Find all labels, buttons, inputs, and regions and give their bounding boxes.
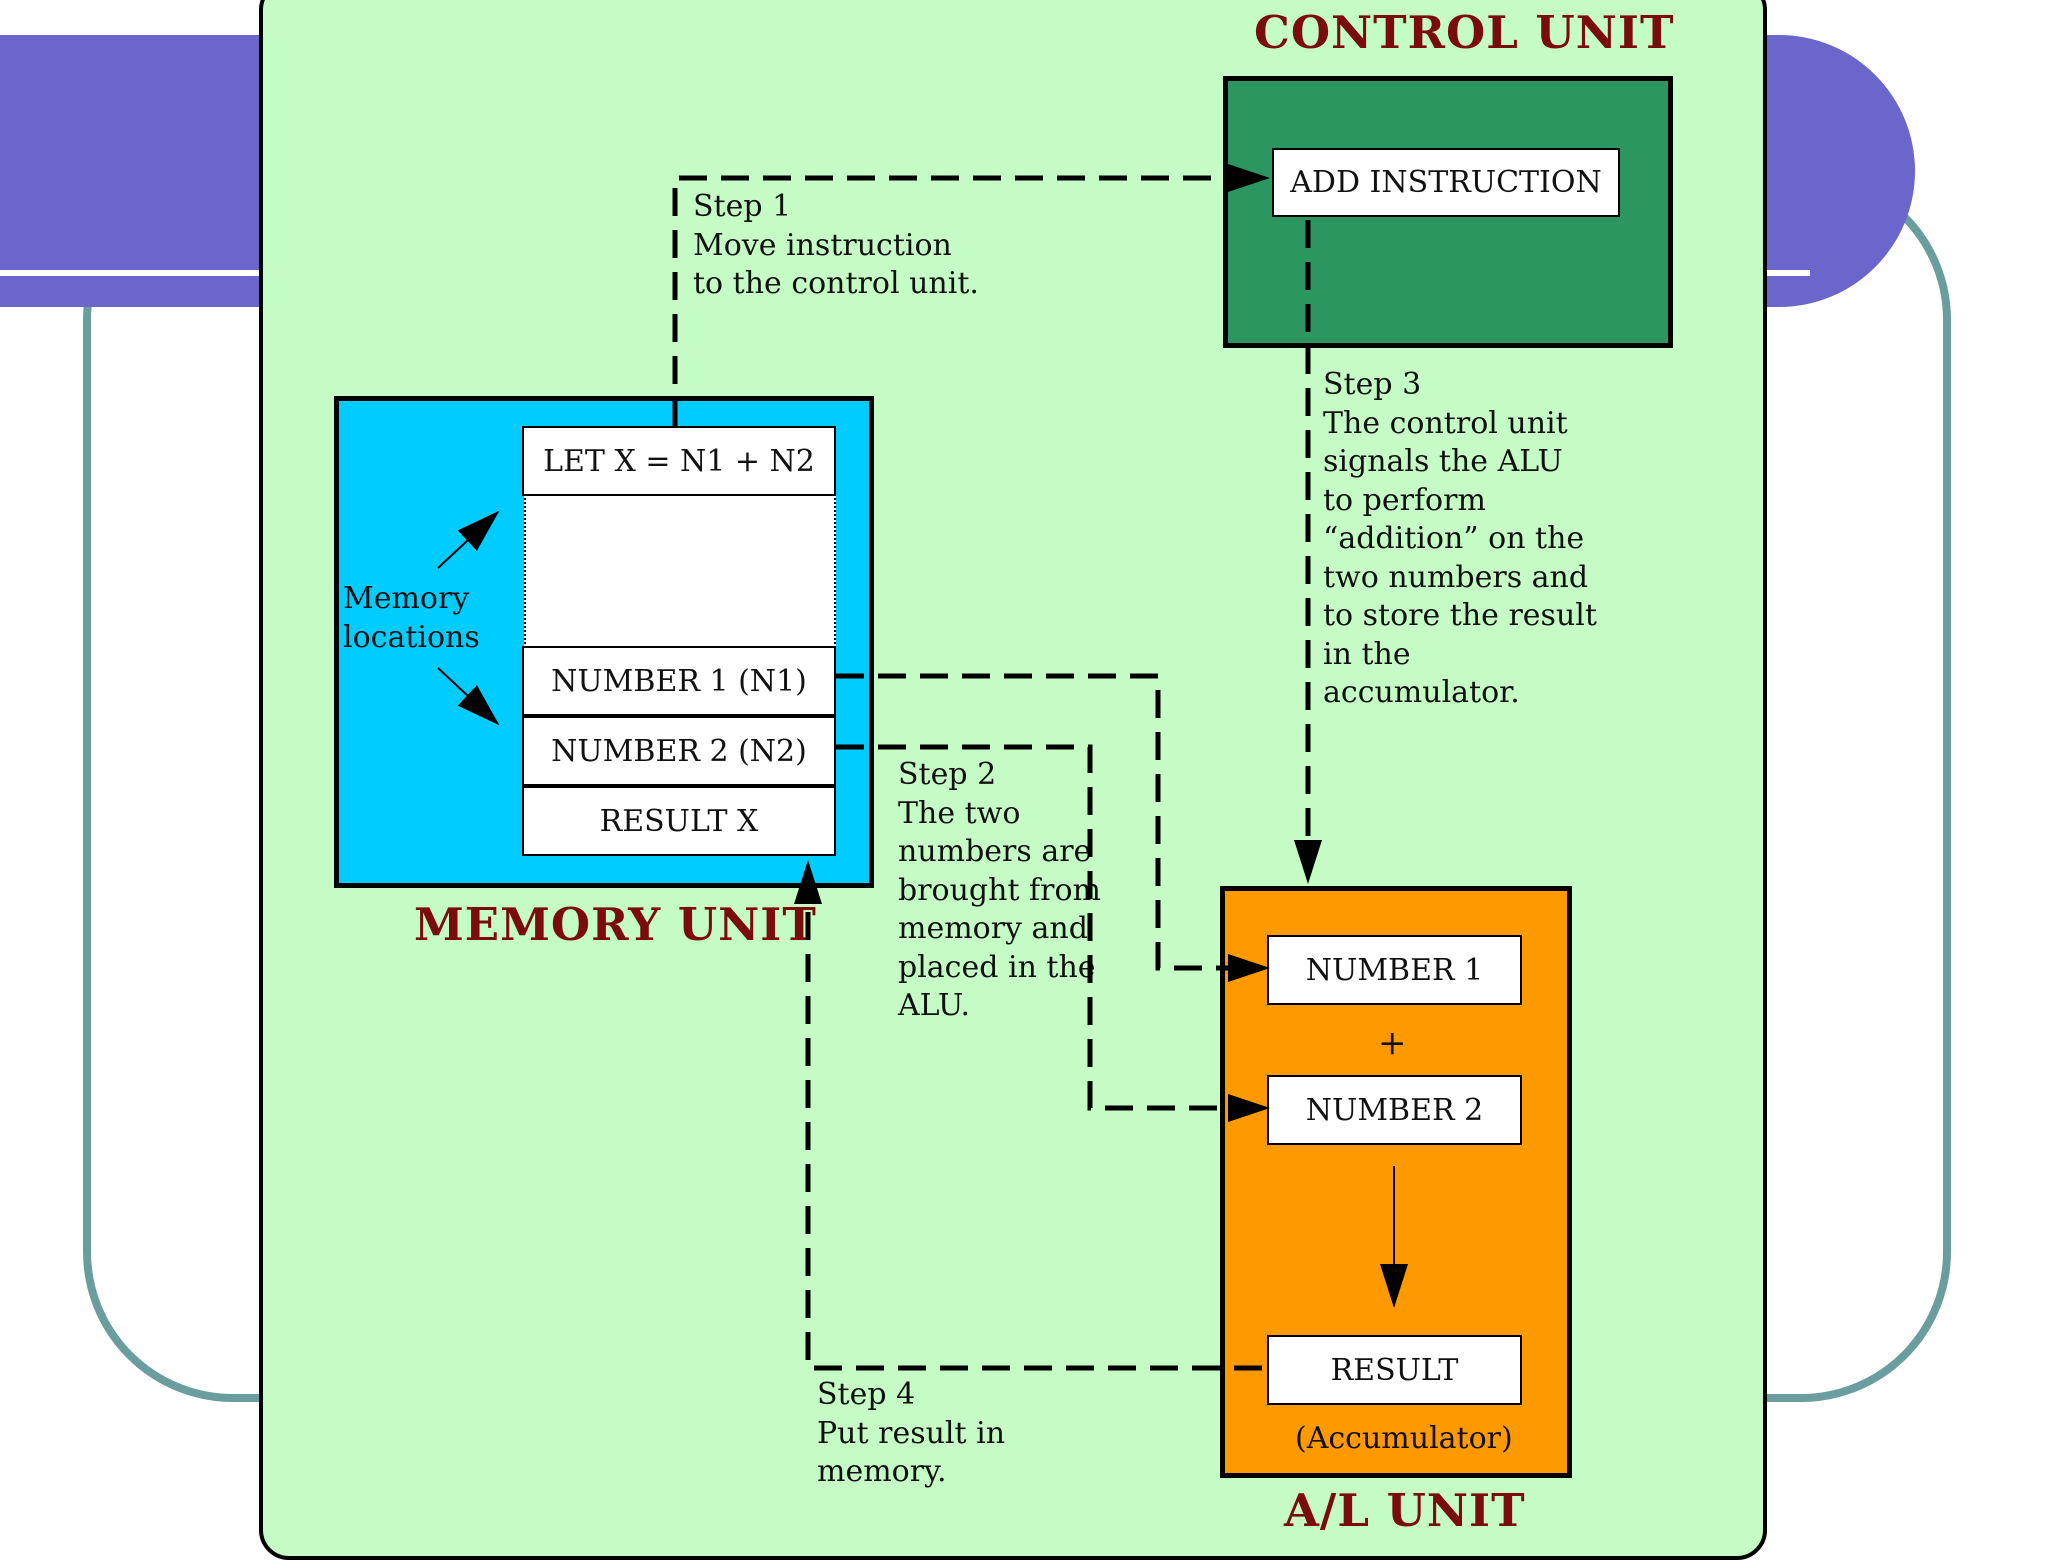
memory-locations-arrow-up	[437, 510, 500, 569]
memory-empty-locations	[524, 494, 836, 648]
n2-arrowhead	[1228, 1094, 1270, 1122]
n1-to-alu-path	[836, 673, 1230, 971]
alu-number2-cell: NUMBER 2	[1267, 1075, 1522, 1145]
alu-result-cell: RESULT	[1267, 1335, 1522, 1405]
alu-title: A/L UNIT	[1284, 1484, 1526, 1537]
memory-locations-arrow-down	[437, 667, 500, 726]
memory-cell-result: RESULT X	[522, 786, 836, 856]
n2-to-alu-path	[836, 744, 1230, 1111]
accumulator-label: (Accumulator)	[1295, 1421, 1513, 1456]
control-unit-title: CONTROL UNIT	[1254, 6, 1675, 59]
memory-cell-instruction: LET X = N1 + N2	[522, 426, 836, 496]
step3-arrowhead	[1294, 840, 1322, 884]
n1-arrowhead	[1228, 954, 1270, 982]
memory-locations-label: Memory locations	[343, 581, 480, 655]
memory-cell-number2: NUMBER 2 (N2)	[522, 716, 836, 786]
memory-cell-number1: NUMBER 1 (N1)	[522, 646, 836, 716]
alu-plus-sign: +	[1378, 1023, 1407, 1063]
result-to-memory-path	[805, 910, 1262, 1371]
memory-unit-title: MEMORY UNIT	[414, 898, 817, 951]
add-instruction-cell: ADD INSTRUCTION	[1272, 148, 1620, 217]
step1-arrowhead	[1228, 164, 1270, 192]
step1-arrow-path	[672, 175, 1230, 426]
result-arrowhead	[794, 860, 822, 904]
alu-number1-cell: NUMBER 1	[1267, 935, 1522, 1005]
